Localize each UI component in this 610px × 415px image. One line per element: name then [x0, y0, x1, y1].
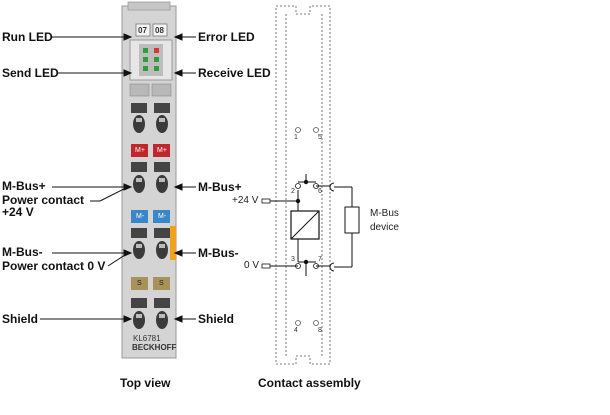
mbus-minus-right-label: M-Bus-: [198, 246, 239, 260]
orange-tab: [170, 226, 176, 260]
pin-2: 2: [291, 188, 295, 195]
pin-4: 4: [294, 327, 298, 334]
mplus-label-b: M+: [157, 147, 167, 154]
pin-6: 6: [318, 188, 322, 195]
receive-led-label: Receive LED: [198, 66, 271, 80]
mbus-device-label-line2: device: [370, 222, 399, 233]
connector-row-3: [131, 228, 170, 259]
contact-assembly: [261, 5, 360, 365]
plus-24v-label: +24 V: [232, 195, 259, 206]
pin-3: 3: [291, 256, 295, 263]
mbus-device-resistor: [344, 206, 360, 234]
send-led-label: Send LED: [2, 66, 59, 80]
channel-number-b: 08: [155, 26, 164, 35]
pin-1: 1: [294, 134, 298, 141]
mbus-minus-left-label: M-Bus-: [2, 245, 43, 259]
mminus-label-b: M-: [158, 213, 167, 220]
error-led-red: [154, 48, 159, 53]
shield-label-a: S: [137, 280, 142, 287]
module-model: KL6781: [133, 334, 161, 343]
run-led-green: [143, 48, 148, 53]
mminus-label-a: M-: [136, 213, 145, 220]
leader-lines: [40, 33, 196, 323]
mbus-plus-right-label: M-Bus+: [198, 180, 242, 194]
top-view-caption: Top view: [120, 376, 171, 390]
run-led-label: Run LED: [2, 30, 53, 44]
connector-row-4: [131, 298, 170, 329]
pin-7: 7: [318, 256, 322, 263]
terminal-module: [121, 1, 177, 359]
shield-label-b: S: [159, 280, 164, 287]
error-led-label: Error LED: [198, 30, 255, 44]
brand-logo: BECKHOFF: [132, 343, 177, 352]
shield-right-label: Shield: [198, 312, 235, 326]
connector-row-2: [131, 162, 170, 193]
connector-row-1: [131, 103, 170, 133]
channel-number-a: 07: [138, 26, 147, 35]
pin-8: 8: [318, 327, 322, 334]
power-contact-0v-label: Power contact 0 V: [2, 259, 106, 273]
mplus-label-a: M+: [135, 147, 145, 154]
mbus-plus-left-label: M-Bus+: [2, 179, 46, 193]
pin-5: 5: [318, 134, 322, 141]
mbus-device-label-line1: M-Bus: [370, 208, 399, 219]
power-contact-24v-label-line1: Power contact: [2, 193, 85, 207]
shield-left-label: Shield: [2, 312, 39, 326]
power-contact-24v-label-line2: +24 V: [2, 205, 34, 219]
contact-assembly-caption: Contact assembly: [258, 376, 361, 390]
zero-v-label: 0 V: [244, 260, 260, 271]
